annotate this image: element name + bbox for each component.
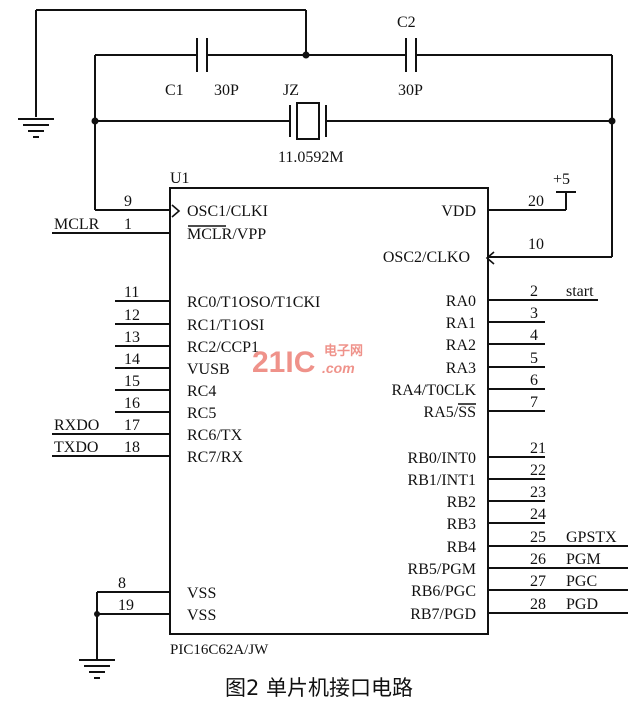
right-pin-name: RB5/PGM <box>408 561 476 578</box>
left-pin-number: 14 <box>124 351 140 368</box>
crystal-ref-label: JZ <box>283 82 299 99</box>
ground-symbol-top <box>18 9 306 138</box>
right-pin-name: RA3 <box>446 360 476 377</box>
left-pin-name: RC2/CCP1 <box>187 339 259 356</box>
left-pin-name: MCLR/VPP <box>187 226 266 243</box>
right-pin-number: 28 <box>530 596 546 613</box>
left-signal-label: TXDO <box>54 439 98 456</box>
osc2-output-arrow <box>485 251 495 265</box>
left-pin-number: 1 <box>124 216 132 233</box>
right-signal-label: PGD <box>566 596 598 613</box>
right-signal-label: PGC <box>566 573 597 590</box>
right-pin-name: RB6/PGC <box>411 583 476 600</box>
right-pin-number: 4 <box>530 327 538 344</box>
right-pin-number: 2 <box>530 283 538 300</box>
right-pin-number: 23 <box>530 484 546 501</box>
left-pin-number: 16 <box>124 395 140 412</box>
left-pin-name: RC6/TX <box>187 427 243 444</box>
c2-value-label: 30P <box>398 82 423 99</box>
left-pin-number: 12 <box>124 307 140 324</box>
left-pin-number: 9 <box>124 193 132 210</box>
c1-ref-label: C1 <box>165 82 184 99</box>
crystal-row <box>91 55 616 257</box>
left-pin-number: 13 <box>124 329 140 346</box>
ground-symbol-bottom <box>79 591 170 679</box>
right-pin-name: RA2 <box>446 337 476 354</box>
chip-ref-label: U1 <box>170 170 190 187</box>
right-pin-name: RB1/INT1 <box>408 472 476 489</box>
left-pin-number: 8 <box>118 575 126 592</box>
left-pin-number: 19 <box>118 597 134 614</box>
left-pin-name: RC4 <box>187 383 216 400</box>
left-pin-name: RC1/T1OSI <box>187 317 264 334</box>
left-pin-name: VUSB <box>187 361 230 378</box>
left-pin-name: RC0/T1OSO/T1CKI <box>187 294 320 311</box>
right-pin-number: 7 <box>530 394 538 411</box>
right-pin-name: RA4/T0CLK <box>392 382 477 399</box>
c2-ref-label: C2 <box>397 14 416 31</box>
right-pin-number: 22 <box>530 462 546 479</box>
left-pin-name: OSC1/CLKI <box>187 203 268 220</box>
left-signal-label: MCLR <box>54 216 100 233</box>
right-pin-number: 25 <box>530 529 546 546</box>
right-pin-name: RA1 <box>446 315 476 332</box>
left-pin-number: 15 <box>124 373 140 390</box>
right-signal-label: PGM <box>566 551 601 568</box>
right-pin-number: 6 <box>530 372 538 389</box>
right-pin-number: 26 <box>530 551 546 568</box>
right-pin-number: 27 <box>530 573 546 590</box>
chip-part-label: PIC16C62A/JW <box>170 642 269 658</box>
left-pin-name: RC7/RX <box>187 449 243 466</box>
crystal-value-label: 11.0592M <box>278 149 344 166</box>
right-pin-name: RA0 <box>446 293 476 310</box>
right-pin-number: 10 <box>528 236 544 253</box>
svg-text:.com: .com <box>322 360 355 376</box>
left-pin-number: 11 <box>124 284 139 301</box>
left-pin-name: VSS <box>187 607 216 624</box>
osc1-input-arrow <box>171 204 181 218</box>
right-pin-number: 24 <box>530 506 546 523</box>
right-pin-name: OSC2/CLKO <box>383 249 470 266</box>
right-pin-number: 5 <box>530 350 538 367</box>
svg-text:21IC: 21IC <box>252 346 315 379</box>
right-pin-number: 3 <box>530 305 538 322</box>
vdd-supply-label: +5 <box>553 171 570 188</box>
c1-value-label: 30P <box>214 82 239 99</box>
right-pin-name: VDD <box>441 203 476 220</box>
left-pin-number: 17 <box>124 417 140 434</box>
left-port-lines <box>52 300 170 457</box>
right-pin-name: RB7/PGD <box>410 606 476 623</box>
watermark-logo: 21IC 电子网 .com <box>252 343 363 379</box>
left-pin-name: VSS <box>187 585 216 602</box>
right-pin-name: RA5/SS <box>424 404 476 421</box>
svg-text:电子网: 电子网 <box>324 343 363 358</box>
right-pin-name: RB2 <box>447 494 476 511</box>
left-pin-name: RC5 <box>187 405 216 422</box>
right-pin-name: RB0/INT0 <box>408 450 476 467</box>
right-pin-number: 20 <box>528 193 544 210</box>
right-pin-number: 21 <box>530 440 546 457</box>
right-signal-label: start <box>566 283 594 300</box>
right-signal-label: GPSTX <box>566 529 617 546</box>
right-pin-name: RB4 <box>447 539 476 556</box>
left-signal-label: RXDO <box>54 417 99 434</box>
right-port-lines <box>488 299 628 614</box>
left-pin-number: 18 <box>124 439 140 456</box>
figure-caption: 图2 单片机接口电路 <box>225 676 413 700</box>
capacitor-row <box>95 10 612 72</box>
vdd-connection <box>488 191 576 211</box>
right-pin-name: RB3 <box>447 516 476 533</box>
